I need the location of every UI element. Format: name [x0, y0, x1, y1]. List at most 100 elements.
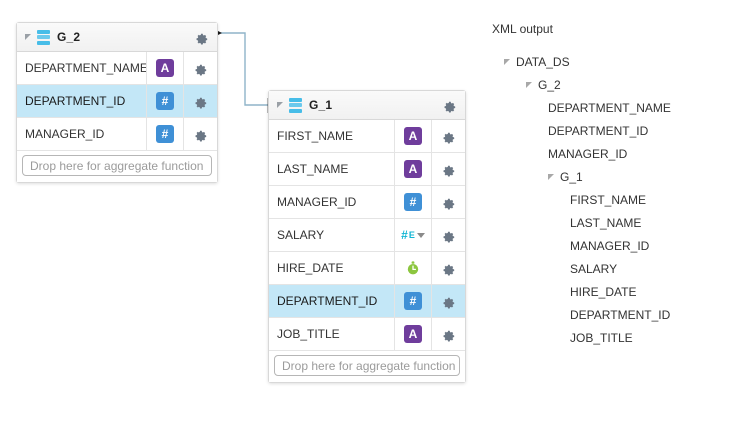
tree-node-label: DEPARTMENT_ID: [570, 307, 671, 322]
tree-node-label: MANAGER_ID: [548, 146, 628, 161]
chevron-down-icon[interactable]: [277, 102, 283, 108]
tree-node-label: FIRST_NAME: [570, 192, 647, 207]
gear-icon[interactable]: [431, 252, 465, 284]
tree-node-group[interactable]: G_1: [490, 165, 728, 188]
field-name-label: SALARY: [277, 228, 325, 242]
type-text-icon: A: [394, 318, 431, 350]
group-title: G_1: [309, 98, 333, 112]
tree-node-group[interactable]: DATA_DS: [490, 50, 728, 73]
aggregate-dropzone[interactable]: Drop here for aggregate function: [274, 355, 460, 376]
tree-node-element: FIRST_NAME: [490, 188, 728, 211]
datasource-stack-icon: [37, 29, 50, 45]
gear-icon[interactable]: [431, 285, 465, 317]
group-title: G_2: [57, 30, 81, 44]
chevron-down-icon[interactable]: [504, 58, 510, 65]
gear-icon[interactable]: [186, 30, 217, 45]
tree-node-label: G_2: [538, 77, 561, 92]
group-header-g1[interactable]: G_1: [269, 91, 465, 120]
field-list-g1: FIRST_NAME A LAST_NAME A MANAGER_ID # SALARY #E…: [269, 120, 465, 351]
tree-node-label: DEPARTMENT_ID: [548, 123, 649, 138]
tree-node-label: DEPARTMENT_NAME: [548, 100, 671, 115]
aggregate-dropzone-wrap-g1: Drop here for aggregate function: [269, 351, 465, 382]
field-name-label: HIRE_DATE: [277, 261, 344, 275]
tree-node-label: LAST_NAME: [570, 215, 642, 230]
type-number-icon: #: [394, 285, 431, 317]
gear-icon[interactable]: [431, 219, 465, 251]
field-row[interactable]: DEPARTMENT_ID #: [17, 85, 217, 118]
datasource-stack-icon: [289, 97, 302, 113]
gear-icon[interactable]: [183, 85, 217, 117]
tree-node-label: HIRE_DATE: [570, 284, 637, 299]
aggregate-dropzone[interactable]: Drop here for aggregate function: [22, 155, 212, 176]
aggregate-function-selector[interactable]: #E: [394, 219, 431, 251]
type-text-icon: A: [394, 153, 431, 185]
tree-node-label: G_1: [560, 169, 583, 184]
type-text-icon: A: [394, 120, 431, 152]
field-row[interactable]: LAST_NAME A: [269, 153, 465, 186]
group-header-g2[interactable]: G_2: [17, 23, 217, 52]
gear-icon[interactable]: [431, 153, 465, 185]
field-name-label: LAST_NAME: [277, 162, 349, 176]
tree-node-element: SALARY: [490, 257, 728, 280]
chevron-down-icon[interactable]: [416, 232, 425, 238]
field-name-label: DEPARTMENT_ID: [25, 94, 126, 108]
type-number-icon: #: [394, 186, 431, 218]
tree-node-element: HIRE_DATE: [490, 280, 728, 303]
type-badge-label: A: [404, 127, 422, 145]
field-name-label: MANAGER_ID: [25, 127, 105, 141]
field-row[interactable]: MANAGER_ID #: [269, 186, 465, 219]
gear-icon[interactable]: [431, 120, 465, 152]
tree-node-element: MANAGER_ID: [490, 234, 728, 257]
field-row[interactable]: HIRE_DATE: [269, 252, 465, 285]
tree-node-element: DEPARTMENT_ID: [490, 119, 728, 142]
type-badge-label: #: [404, 292, 422, 310]
field-name-label: DEPARTMENT_ID: [277, 294, 378, 308]
tree-node-label: JOB_TITLE: [570, 330, 633, 345]
type-number-icon: #: [146, 85, 183, 117]
type-number-icon: #: [146, 118, 183, 150]
aggregate-badge-label: #E: [401, 228, 415, 242]
gear-icon[interactable]: [431, 318, 465, 350]
field-name-label: DEPARTMENT_NAME: [25, 61, 146, 75]
gear-icon[interactable]: [183, 52, 217, 84]
type-badge-label: A: [404, 160, 422, 178]
gear-icon[interactable]: [434, 98, 465, 113]
field-row[interactable]: MANAGER_ID #: [17, 118, 217, 151]
type-date-icon: [394, 252, 431, 284]
type-text-icon: A: [146, 52, 183, 84]
tree-node-element: DEPARTMENT_NAME: [490, 96, 728, 119]
field-row[interactable]: JOB_TITLE A: [269, 318, 465, 351]
tree-node-label: DATA_DS: [516, 54, 570, 69]
tree-node-element: JOB_TITLE: [490, 326, 728, 349]
field-name-label: MANAGER_ID: [277, 195, 357, 209]
field-row[interactable]: FIRST_NAME A: [269, 120, 465, 153]
tree-node-element: LAST_NAME: [490, 211, 728, 234]
field-row[interactable]: DEPARTMENT_ID #: [269, 285, 465, 318]
xml-output-caption: XML output: [492, 22, 553, 36]
group-panel-g1[interactable]: G_1 FIRST_NAME A LAST_NAME A MANAGER_ID # SALA…: [268, 90, 466, 383]
aggregate-dropzone-wrap-g2: Drop here for aggregate function: [17, 151, 217, 182]
gear-icon[interactable]: [431, 186, 465, 218]
chevron-down-icon[interactable]: [548, 173, 554, 180]
chevron-down-icon[interactable]: [526, 81, 532, 88]
gear-icon[interactable]: [183, 118, 217, 150]
type-badge-label: #: [156, 125, 174, 143]
field-row[interactable]: SALARY #E: [269, 219, 465, 252]
field-name-label: JOB_TITLE: [277, 327, 340, 341]
type-badge-label: #: [404, 193, 422, 211]
tree-node-label: MANAGER_ID: [570, 238, 650, 253]
type-badge-label: #: [156, 92, 174, 110]
type-badge-label: A: [404, 325, 422, 343]
tree-node-element: DEPARTMENT_ID: [490, 303, 728, 326]
tree-node-element: MANAGER_ID: [490, 142, 728, 165]
chevron-down-icon[interactable]: [25, 34, 31, 40]
field-name-label: FIRST_NAME: [277, 129, 354, 143]
tree-node-group[interactable]: G_2: [490, 73, 728, 96]
tree-node-label: SALARY: [570, 261, 618, 276]
